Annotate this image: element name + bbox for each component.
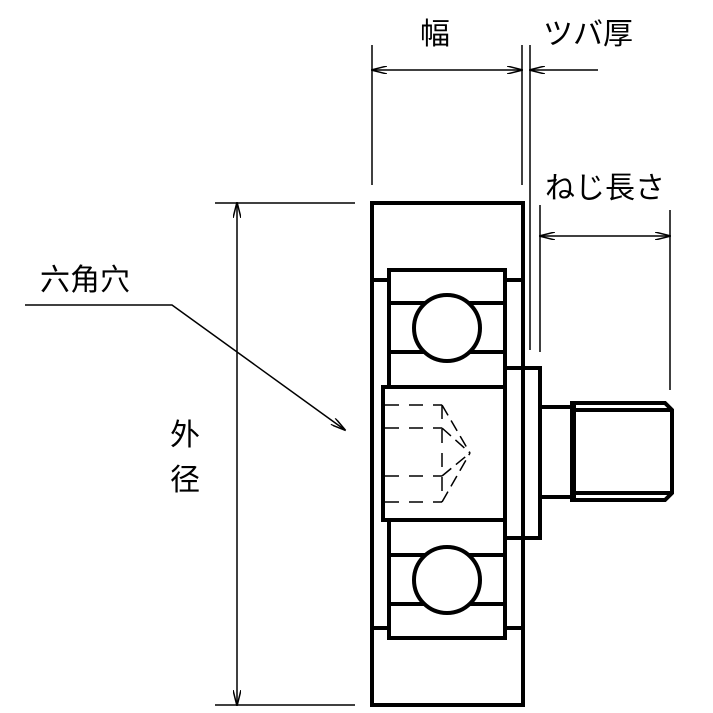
- outer-diameter-label-2: 径: [170, 463, 200, 498]
- hex-hole: [385, 404, 471, 503]
- dimension-lines: [25, 45, 670, 705]
- flange-thickness-label: ツバ厚: [543, 17, 633, 52]
- width-label: 幅: [420, 17, 450, 52]
- outer-diameter-label-1: 外: [170, 418, 200, 453]
- thread-length-label: ねじ長さ: [545, 171, 665, 206]
- hex-hole-label: 六角穴: [40, 263, 130, 298]
- bearing-body: [370, 201, 674, 707]
